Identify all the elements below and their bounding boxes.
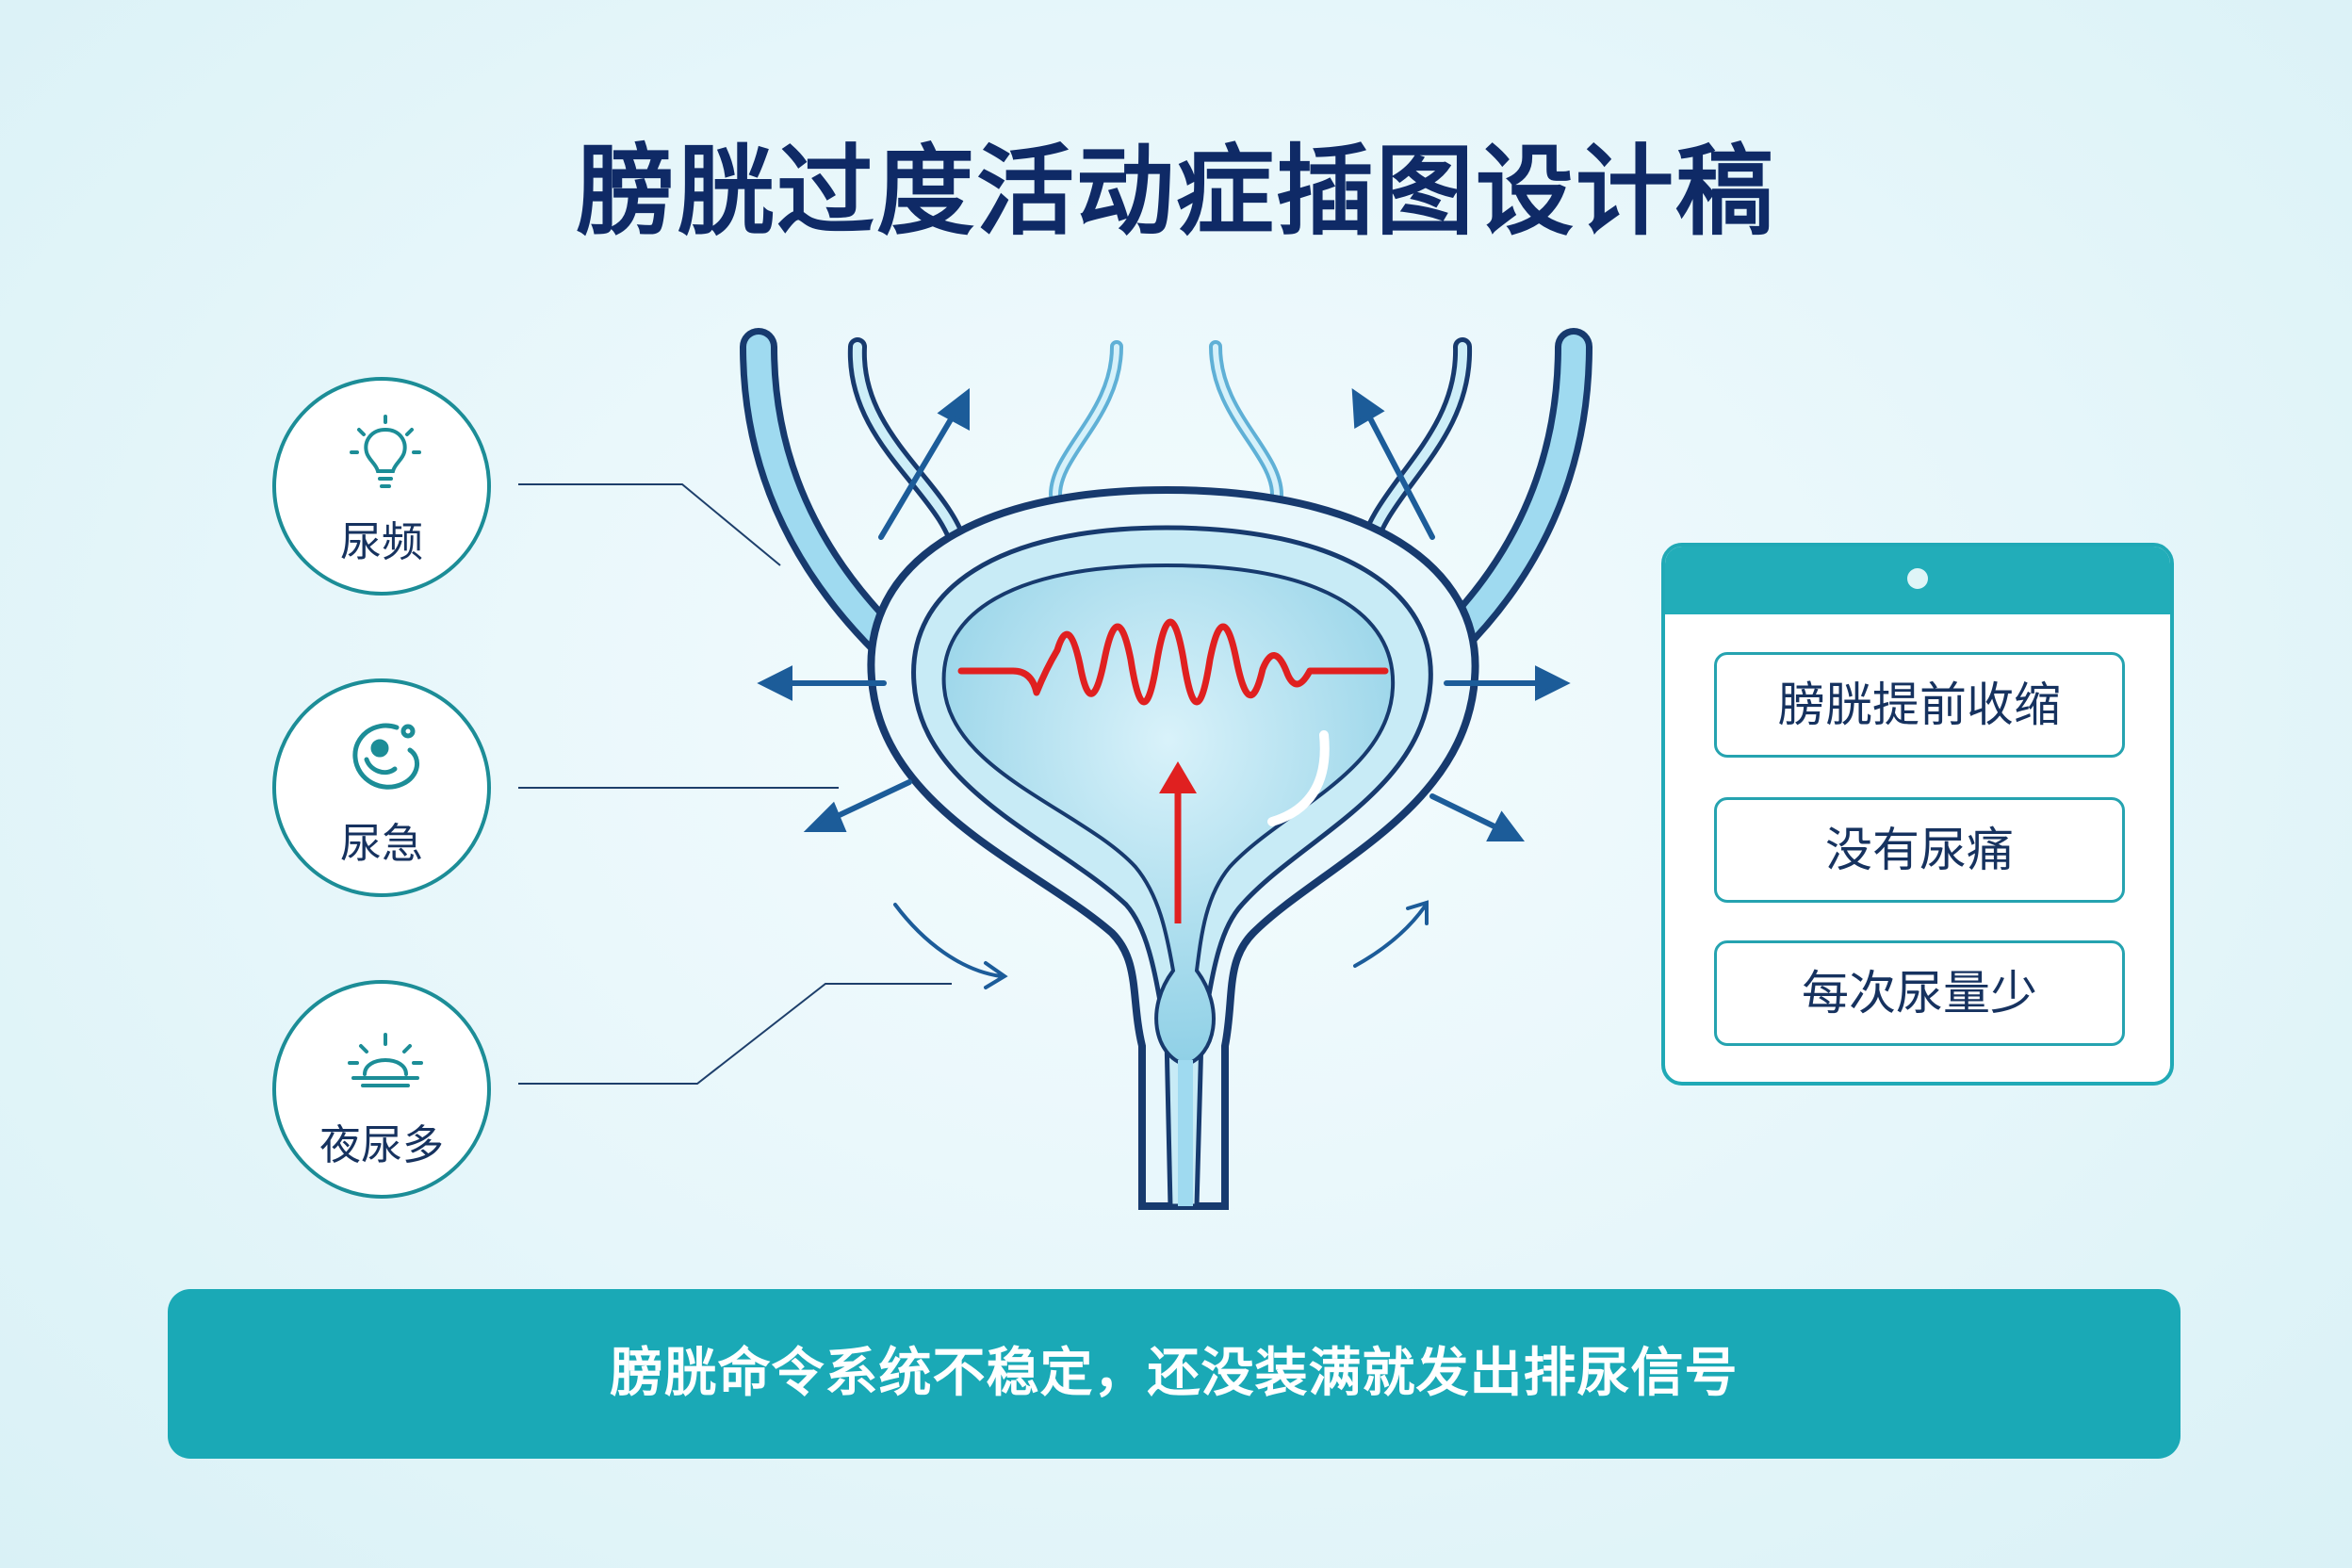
leader-line-frequency (518, 483, 781, 566)
symptom-label: 尿频 (340, 518, 423, 566)
lightbulb-icon (350, 415, 421, 488)
flow-arrows (893, 900, 1429, 989)
feature-early-contraction: 膀胱提前收缩 (1714, 652, 2125, 758)
pressure-arrowhead (1159, 761, 1197, 793)
symptom-nocturia: 夜尿多 (272, 980, 491, 1199)
leader-line-nocturia (518, 983, 952, 1085)
bladder-highlight (1267, 730, 1330, 826)
sunrise-icon (348, 1033, 423, 1087)
symptom-frequency: 尿频 (272, 377, 491, 596)
symptom-label: 夜尿多 (319, 1121, 444, 1169)
card-dot (1907, 568, 1928, 589)
banner-text: 膀胱命令系统不稳定，还没装满就发出排尿信号 (610, 1343, 1739, 1404)
feature-small-volume: 每次尿量少 (1714, 940, 2125, 1046)
feature-no-pain: 没有尿痛 (1714, 797, 2125, 903)
signal-wave (957, 618, 1389, 706)
symptom-label: 尿急 (340, 820, 423, 868)
page-title: 膀胱过度活动症插图设计稿 (576, 134, 1775, 249)
outward-arrows (757, 387, 1571, 841)
card-header (1665, 547, 2170, 614)
leader-lines (518, 483, 952, 1085)
feature-card: 膀胱提前收缩 没有尿痛 每次尿量少 (1661, 543, 2174, 1086)
urgency-swirl-icon (352, 723, 419, 790)
symptom-urgency: 尿急 (272, 678, 491, 897)
summary-banner: 膀胱命令系统不稳定，还没装满就发出排尿信号 (168, 1289, 2180, 1459)
urethra (1178, 1060, 1193, 1206)
